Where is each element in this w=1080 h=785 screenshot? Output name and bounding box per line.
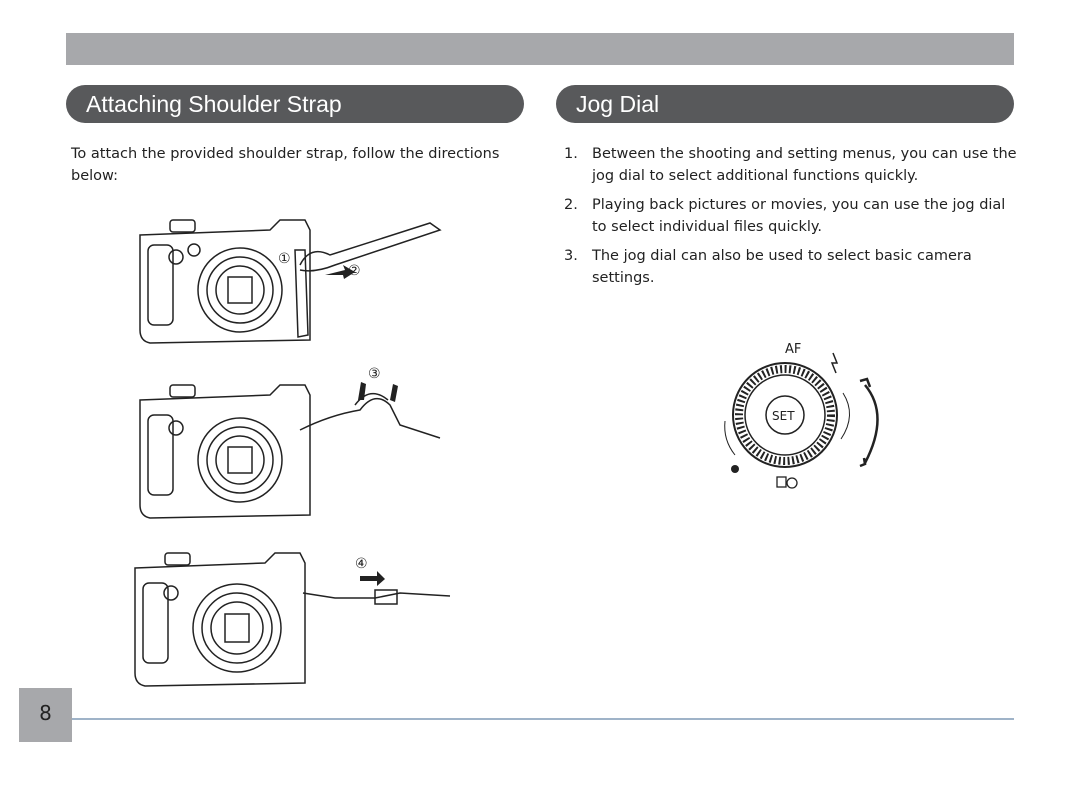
section-title-shoulder-strap: Attaching Shoulder Strap	[66, 85, 524, 123]
page-number: 8	[39, 701, 52, 725]
svg-text:④: ④	[355, 556, 368, 572]
delete-selftimer-icon	[776, 476, 787, 488]
strap-instructions: To attach the provided shoulder strap, f…	[71, 146, 500, 184]
jog-dial-illustration: AF SET	[724, 342, 879, 489]
footer-rule	[72, 718, 1014, 720]
svg-text:②: ②	[348, 263, 361, 279]
camera-strap-step2-illustration: ③	[139, 366, 441, 519]
camera-strap-step3-illustration: ④	[134, 552, 451, 687]
rotate-arrow-icon	[863, 384, 879, 464]
svg-text:③: ③	[368, 366, 381, 382]
jog-dial-list: 1.Between the shooting and setting menus…	[564, 143, 1024, 296]
list-item: 2.Playing back pictures or movies, you c…	[564, 197, 1006, 235]
page-number-box: 8	[19, 688, 72, 742]
flash-icon	[830, 352, 839, 374]
section-title-jog-dial: Jog Dial	[556, 85, 1014, 123]
list-item: 3.The jog dial can also be used to selec…	[564, 248, 972, 286]
macro-icon	[731, 465, 739, 473]
svg-text:SET: SET	[772, 409, 795, 423]
list-item: 1.Between the shooting and setting menus…	[564, 146, 1017, 184]
svg-text:①: ①	[278, 251, 291, 267]
camera-strap-step1-illustration: ① ②	[139, 219, 442, 344]
top-banner-bar	[66, 33, 1014, 65]
svg-text:AF: AF	[785, 342, 801, 357]
